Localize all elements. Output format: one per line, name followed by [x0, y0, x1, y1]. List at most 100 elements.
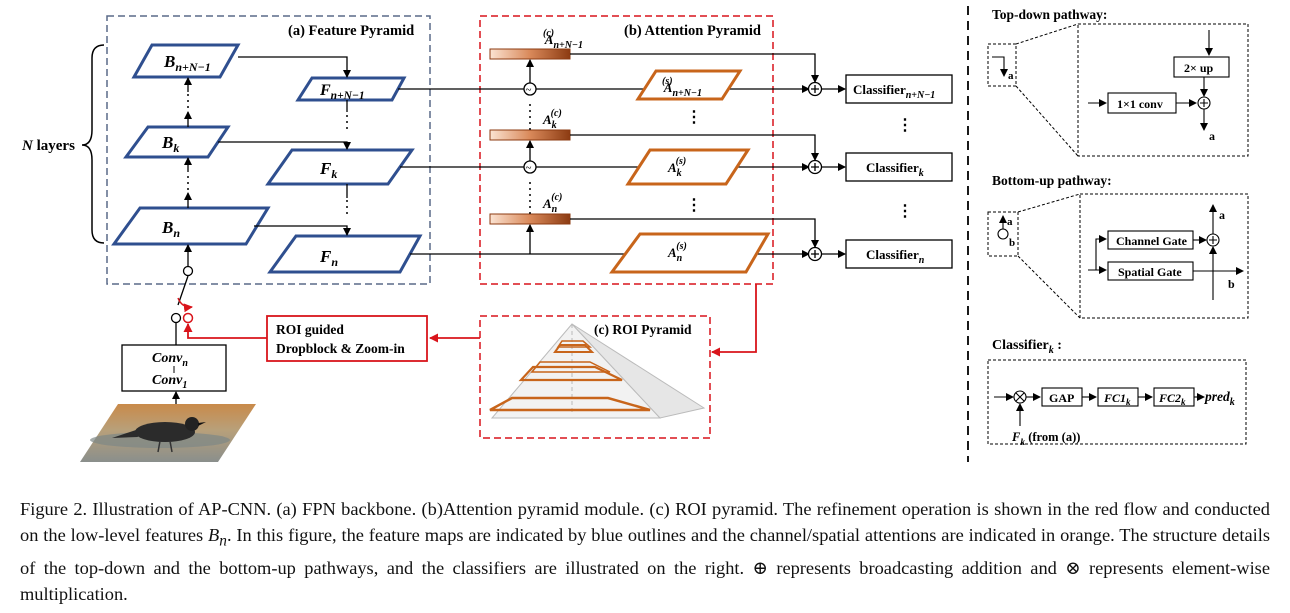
pred-label: predk: [1204, 389, 1235, 408]
red-flow-to-switch: [183, 323, 267, 339]
b-mid-map: [123, 125, 231, 159]
conv-top-label: Convn: [152, 351, 188, 369]
switch-node-conv: [170, 312, 182, 324]
attention-pyramid-title: (b) Attention Pyramid: [624, 23, 761, 39]
ca-out-mid: [570, 134, 819, 161]
channel-attn-mid: [489, 129, 571, 141]
conv-bot-label: Conv1: [152, 373, 187, 391]
channel-attn-bot-label: An(c): [542, 192, 562, 215]
spatial-attn-bot: [609, 232, 771, 274]
b-mid-label: Bk: [161, 133, 179, 155]
f-bot-map: [267, 234, 423, 274]
spatial-attn-top: [635, 69, 743, 101]
classifier-bot-box: [845, 239, 953, 269]
td-small-a: a: [1008, 70, 1014, 82]
attn-ellipsis-1: ⋮: [686, 109, 702, 126]
n-layers-brace: [81, 44, 105, 244]
ca-out-top: [570, 53, 819, 83]
spatial-attn-bot-label: An(s): [667, 241, 687, 264]
fc1-label: FC1k: [1103, 391, 1131, 407]
f-top-label: Fn+N−1: [319, 82, 365, 102]
attention-pyramid-panel: [479, 15, 774, 285]
clf-mult-x: [1015, 392, 1025, 402]
bu-zoom-line-1: [1017, 193, 1081, 213]
b-bot-label: Bn: [161, 218, 180, 240]
lateral-mid: [218, 141, 351, 150]
channel-attn-mid-label: Ak(c): [542, 108, 562, 131]
lateral-top: [238, 56, 351, 78]
ca-out-bot: [570, 218, 819, 248]
bottom-up-title: Bottom-up pathway:: [992, 173, 1112, 188]
spatial-attn-top-label: An+N−1(s): [662, 76, 702, 99]
lateral-bot: [254, 225, 351, 236]
classifier-ellipsis-1: ⋮: [897, 117, 913, 134]
n-layers-label: N layers: [21, 138, 75, 154]
bu-small-op: [997, 228, 1009, 240]
f-mid-map: [265, 148, 415, 186]
channel-gate-label: Channel Gate: [1116, 234, 1188, 248]
f-bot-label: Fn: [319, 247, 338, 269]
classifier-top-label: Classifiern+N−1: [853, 82, 935, 101]
top-down-title: Top-down pathway:: [992, 7, 1107, 22]
attn-ellipsis-2: ⋮: [686, 197, 702, 214]
clf-fk-label: Fk (from (a)): [1011, 430, 1080, 448]
figure-caption: Figure 2. Illustration of AP-CNN. (a) FP…: [20, 496, 1270, 607]
caption-part-2: . In this figure, the feature maps are i…: [20, 525, 1270, 604]
conv1x1-label: 1×1 conv: [1117, 97, 1163, 111]
up-label: 2× up: [1184, 61, 1214, 75]
top-down-detail-box: [1077, 23, 1249, 157]
spatial-attn-mid: [625, 148, 751, 186]
roi-guided-box: [266, 315, 428, 362]
switch-red-arrow: [177, 297, 193, 313]
classifier-mid-label: Classifierk: [866, 160, 924, 179]
fc2-label: FC2k: [1158, 391, 1186, 407]
bu-split: [1095, 235, 1107, 270]
td-zoom-line-1: [1015, 23, 1079, 45]
classifier-k-title: Classifierk :: [992, 338, 1062, 356]
roi-pyramid-title: (c) ROI Pyramid: [594, 322, 692, 337]
caption-part-1: Figure 2. Illustration of AP-CNN. (a) FP…: [20, 499, 1270, 545]
td-small-arrow: [992, 56, 1008, 77]
f-top-map: [295, 76, 407, 102]
bottom-up-small-box: [987, 211, 1019, 257]
td-out-a: a: [1209, 129, 1215, 143]
td-zoom-line-2: [1015, 85, 1079, 157]
bottom-up-op-top-glyph: ~: [526, 84, 532, 96]
switch-node-roi: [182, 312, 194, 324]
classifier-top-box: [845, 74, 953, 104]
spatial-attn-mid-label: Ak(s): [667, 156, 686, 179]
channel-attn-bot: [489, 213, 571, 225]
gap-label: GAP: [1049, 391, 1074, 405]
feature-pyramid-title: (a) Feature Pyramid: [288, 23, 414, 39]
classifier-detail-box: [987, 359, 1247, 445]
caption-math: B: [208, 525, 220, 545]
up-box: [1173, 56, 1230, 78]
feature-pyramid-panel: [106, 15, 431, 285]
switch-top-node: [182, 265, 194, 277]
adder-mid-plus: [811, 163, 819, 171]
classifier-ellipsis-2: ⋮: [897, 203, 913, 220]
bu-out-b: b: [1228, 277, 1235, 291]
classifier-mid-box: [845, 152, 953, 182]
adder-bot-plus: [811, 250, 819, 258]
roi-guided-line2: Dropblock & Zoom-in: [276, 341, 405, 356]
classifier-bot-label: Classifiern: [866, 247, 925, 266]
bu-small-b: b: [1009, 237, 1015, 249]
roi-pyramid-panel: [479, 315, 711, 439]
bu-zoom-line-2: [1017, 255, 1081, 319]
bottom-up-detail-box: [1079, 193, 1249, 319]
bottom-up-op-mid-glyph: ~: [526, 162, 532, 174]
adder-top-plus: [811, 85, 819, 93]
roi-guided-line1: ROI guided: [276, 322, 344, 337]
td-adder-plus: [1200, 99, 1208, 107]
b-top-label: Bn+N−1: [163, 52, 211, 74]
bird-input-image: [80, 404, 256, 462]
ap-cnn-diagram: (a) Feature Pyramid (b) Attention Pyrami…: [21, 6, 1249, 462]
b-bot-map: [111, 206, 271, 246]
caption-math-sub: n: [219, 532, 227, 550]
channel-attn-top-label: An+N−1(c): [543, 28, 583, 51]
bu-adder-plus: [1209, 236, 1217, 244]
b-top-map: [131, 43, 241, 79]
roi-pyramid-drawing: [489, 323, 706, 419]
red-flow-attn-to-roi: [711, 284, 757, 357]
